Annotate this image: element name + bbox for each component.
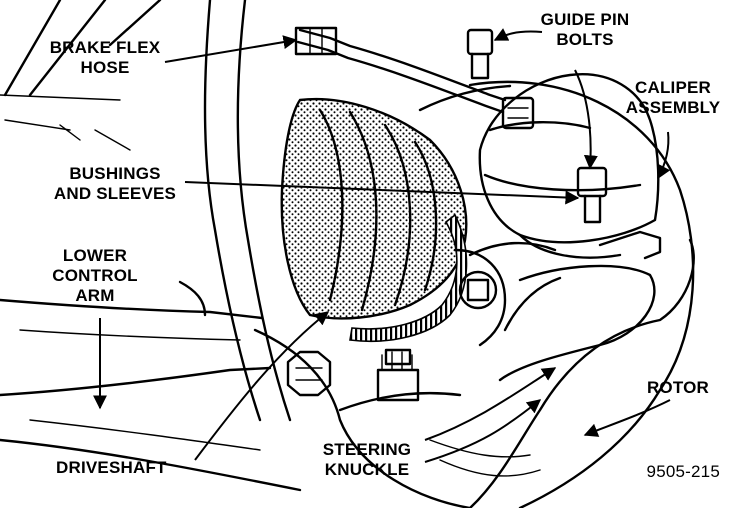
label-lower-control-arm-line1: LOWER <box>62 246 128 265</box>
label-steering-knuckle: STEERING KNUCKLE <box>306 440 428 480</box>
lower-bolt-shape <box>286 350 332 397</box>
label-guide-pin-bolts-line1: GUIDE PIN <box>540 10 630 29</box>
label-driveshaft: DRIVESHAFT <box>56 458 167 477</box>
rotor-shape <box>418 80 695 508</box>
label-guide-pin-bolts-line2: BOLTS <box>556 30 614 49</box>
label-bushings-and-sleeves: BUSHINGS AND SLEEVES <box>42 164 188 204</box>
label-brake-flex-hose-line1: BRAKE FLEX <box>49 38 161 57</box>
label-rotor: ROTOR <box>646 378 710 397</box>
leader-lines <box>93 28 671 463</box>
label-caliper-assembly: CALIPER ASSEMBLY <box>618 78 728 118</box>
label-caliper-assembly-line2: ASSEMBLY <box>625 98 721 117</box>
driveshaft-boot-shape <box>280 97 507 347</box>
upper-left-frame <box>0 0 292 422</box>
label-bushings-and-sleeves-line1: BUSHINGS <box>69 164 161 183</box>
steering-knuckle-shape <box>253 230 695 508</box>
label-lower-control-arm-line3: ARM <box>75 286 115 305</box>
label-caliper-assembly-line1: CALIPER <box>634 78 712 97</box>
label-lower-control-arm: LOWER CONTROL ARM <box>30 246 160 306</box>
label-steering-knuckle-line1: STEERING <box>322 440 412 459</box>
label-brake-flex-hose: BRAKE FLEX HOSE <box>40 38 170 78</box>
figure-number: 9505-215 <box>646 462 720 481</box>
label-guide-pin-bolts: GUIDE PIN BOLTS <box>530 10 640 50</box>
label-brake-flex-hose-line2: HOSE <box>80 58 130 77</box>
label-lower-control-arm-line2: CONTROL <box>52 266 138 285</box>
label-steering-knuckle-line2: KNUCKLE <box>324 460 410 479</box>
lower-control-arm-shape <box>0 280 302 492</box>
label-bushings-and-sleeves-line2: AND SLEEVES <box>53 184 177 203</box>
